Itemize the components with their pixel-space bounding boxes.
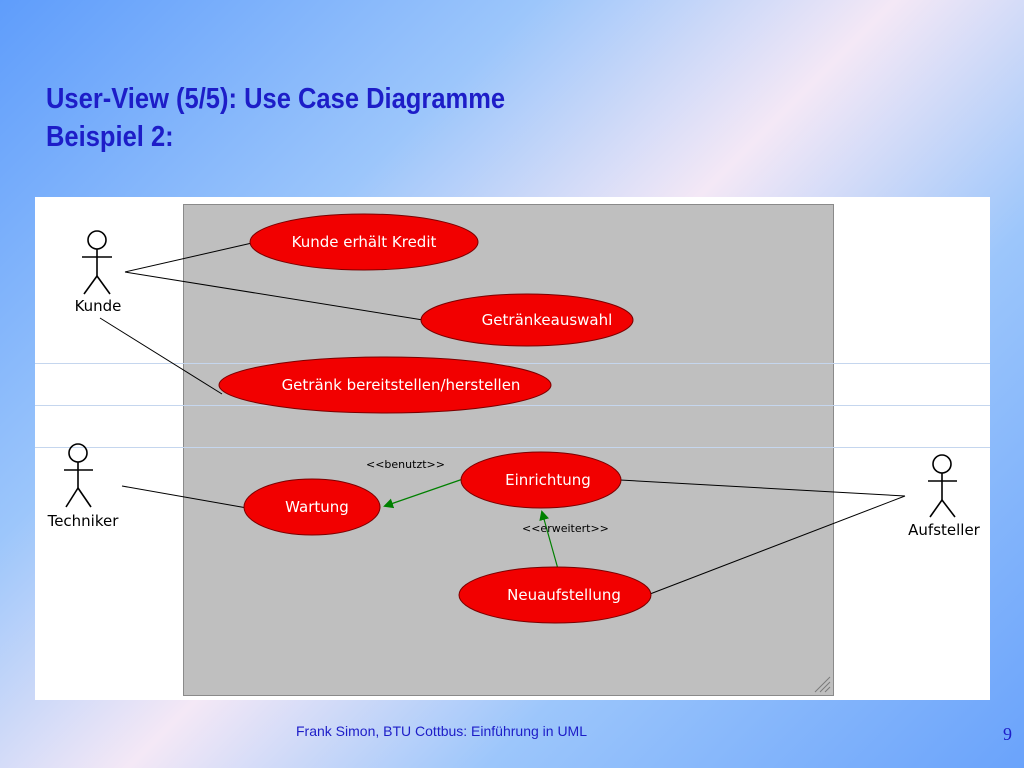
association-aufsteller-neuaufstellung (649, 495, 906, 595)
slide-title: User-View (5/5): Use Case Diagramme Beis… (46, 80, 505, 156)
association-techniker-wartung (121, 485, 248, 509)
use-case-kunde-erhaelt-kredit[interactable]: Kunde erhält Kredit (249, 213, 479, 271)
stick-figure-icon (82, 230, 112, 295)
association-kunde-kredit (124, 242, 253, 273)
resize-grip-icon[interactable] (814, 676, 831, 693)
page-number: 9 (1003, 724, 1012, 744)
stick-figure-icon (928, 454, 957, 518)
divider-line (35, 405, 990, 406)
stick-figure-icon (64, 443, 93, 508)
stereotype-benutzt: <<benutzt>> (366, 458, 445, 471)
association-kunde-bereitstellen (99, 317, 223, 395)
actor-label: Kunde (75, 297, 122, 315)
use-case-label: Wartung (285, 498, 349, 516)
use-case-einrichtung[interactable]: Einrichtung (460, 451, 622, 509)
use-case-label: Neuaufstellung (507, 586, 621, 604)
stereotype-erweitert: <<erweitert>> (522, 522, 609, 535)
use-case-neuaufstellung[interactable]: Neuaufstellung (458, 566, 652, 624)
benutzt-arrow (383, 478, 464, 509)
divider-line (35, 363, 990, 364)
use-case-wartung[interactable]: Wartung (243, 478, 381, 536)
association-aufsteller-einrichtung (619, 479, 906, 497)
use-case-label: Einrichtung (505, 471, 591, 489)
use-case-label: Getränkeauswahl (482, 311, 613, 329)
actor-aufsteller[interactable]: Aufsteller (908, 454, 981, 539)
actor-label: Techniker (47, 512, 120, 530)
divider-line (35, 447, 990, 448)
erweitert-arrow (539, 510, 559, 570)
use-case-getraenk-bereitstellen[interactable]: Getränk bereitstellen/herstellen (218, 356, 552, 414)
actor-kunde[interactable]: Kunde (75, 230, 122, 315)
use-case-label: Getränk bereitstellen/herstellen (282, 376, 521, 394)
actor-label: Aufsteller (908, 521, 981, 539)
slide-title-line-1: User-View (5/5): Use Case Diagramme (46, 83, 506, 115)
slide-title-line-2: Beispiel 2: (46, 121, 174, 153)
association-kunde-auswahl (124, 271, 424, 321)
actor-techniker[interactable]: Techniker (47, 443, 120, 530)
slide-footer: Frank Simon, BTU Cottbus: Einführung in … (296, 723, 588, 739)
use-case-getraenkeauswahl[interactable]: Getränkeauswahl (420, 293, 634, 347)
use-case-label: Kunde erhält Kredit (292, 233, 437, 251)
